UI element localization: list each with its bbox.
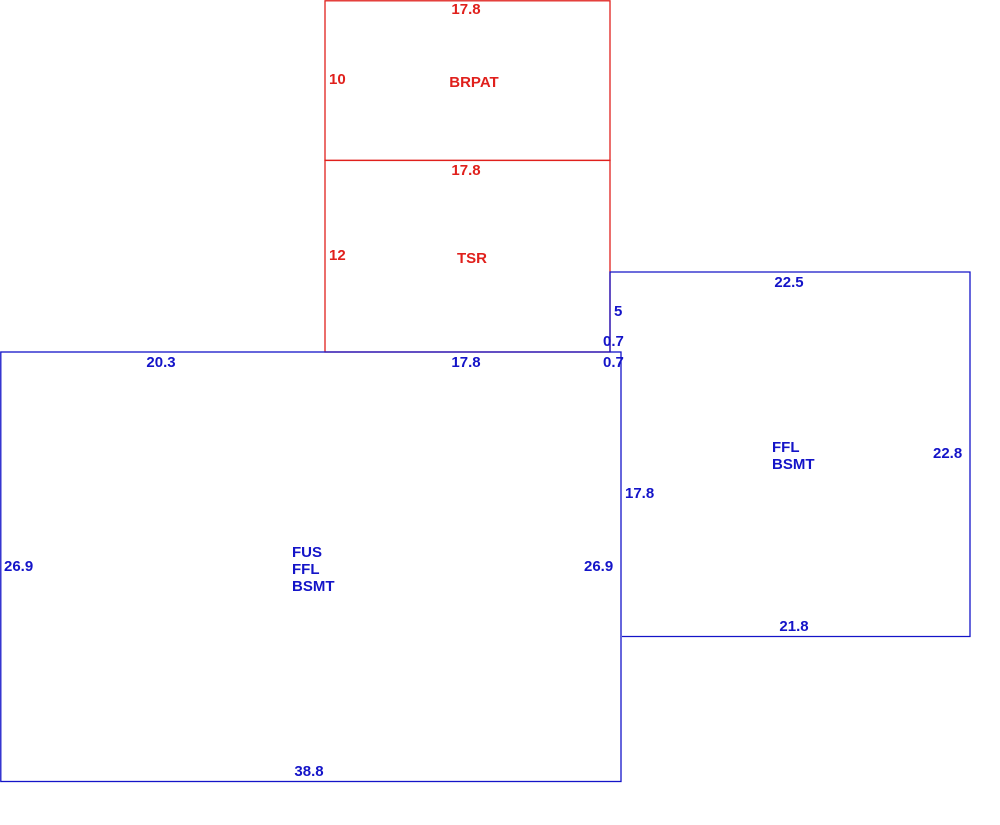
- right-wing-outline: [609, 271, 971, 638]
- main-left-dimension: 26.9: [4, 558, 33, 575]
- main-top-left-dimension: 20.3: [146, 354, 175, 371]
- tsr-top-dimension: 17.8: [451, 162, 480, 179]
- wing-area-code-line-2: BSMT: [772, 456, 815, 473]
- wing-right-dimension: 22.8: [933, 445, 962, 462]
- main-right-dimension: 26.9: [584, 558, 613, 575]
- main-area-code-line-1: FUS: [292, 544, 322, 561]
- tsr-area-code: TSR: [457, 250, 487, 267]
- main-house-outline: [0, 351, 622, 783]
- brpat-top-dimension: 17.8: [451, 1, 480, 18]
- wing-top-dimension: 22.5: [774, 274, 803, 291]
- wing-left-dimension: 17.8: [625, 485, 654, 502]
- tsr-left-dimension: 12: [329, 247, 346, 264]
- main-area-code-line-2: FFL: [292, 561, 320, 578]
- wing-step-dimension: 5: [614, 303, 622, 320]
- wing-jog-upper-dimension: 0.7: [603, 333, 624, 350]
- wing-area-code-line-1: FFL: [772, 439, 800, 456]
- wing-jog-lower-dimension: 0.7: [603, 354, 624, 371]
- main-bottom-dimension: 38.8: [294, 763, 323, 780]
- wing-bottom-dimension: 21.8: [779, 618, 808, 635]
- tsr-bottom-dimension: 17.8: [451, 354, 480, 371]
- brpat-area-code: BRPAT: [449, 74, 498, 91]
- brpat-left-dimension: 10: [329, 71, 346, 88]
- main-area-code-line-3: BSMT: [292, 578, 335, 595]
